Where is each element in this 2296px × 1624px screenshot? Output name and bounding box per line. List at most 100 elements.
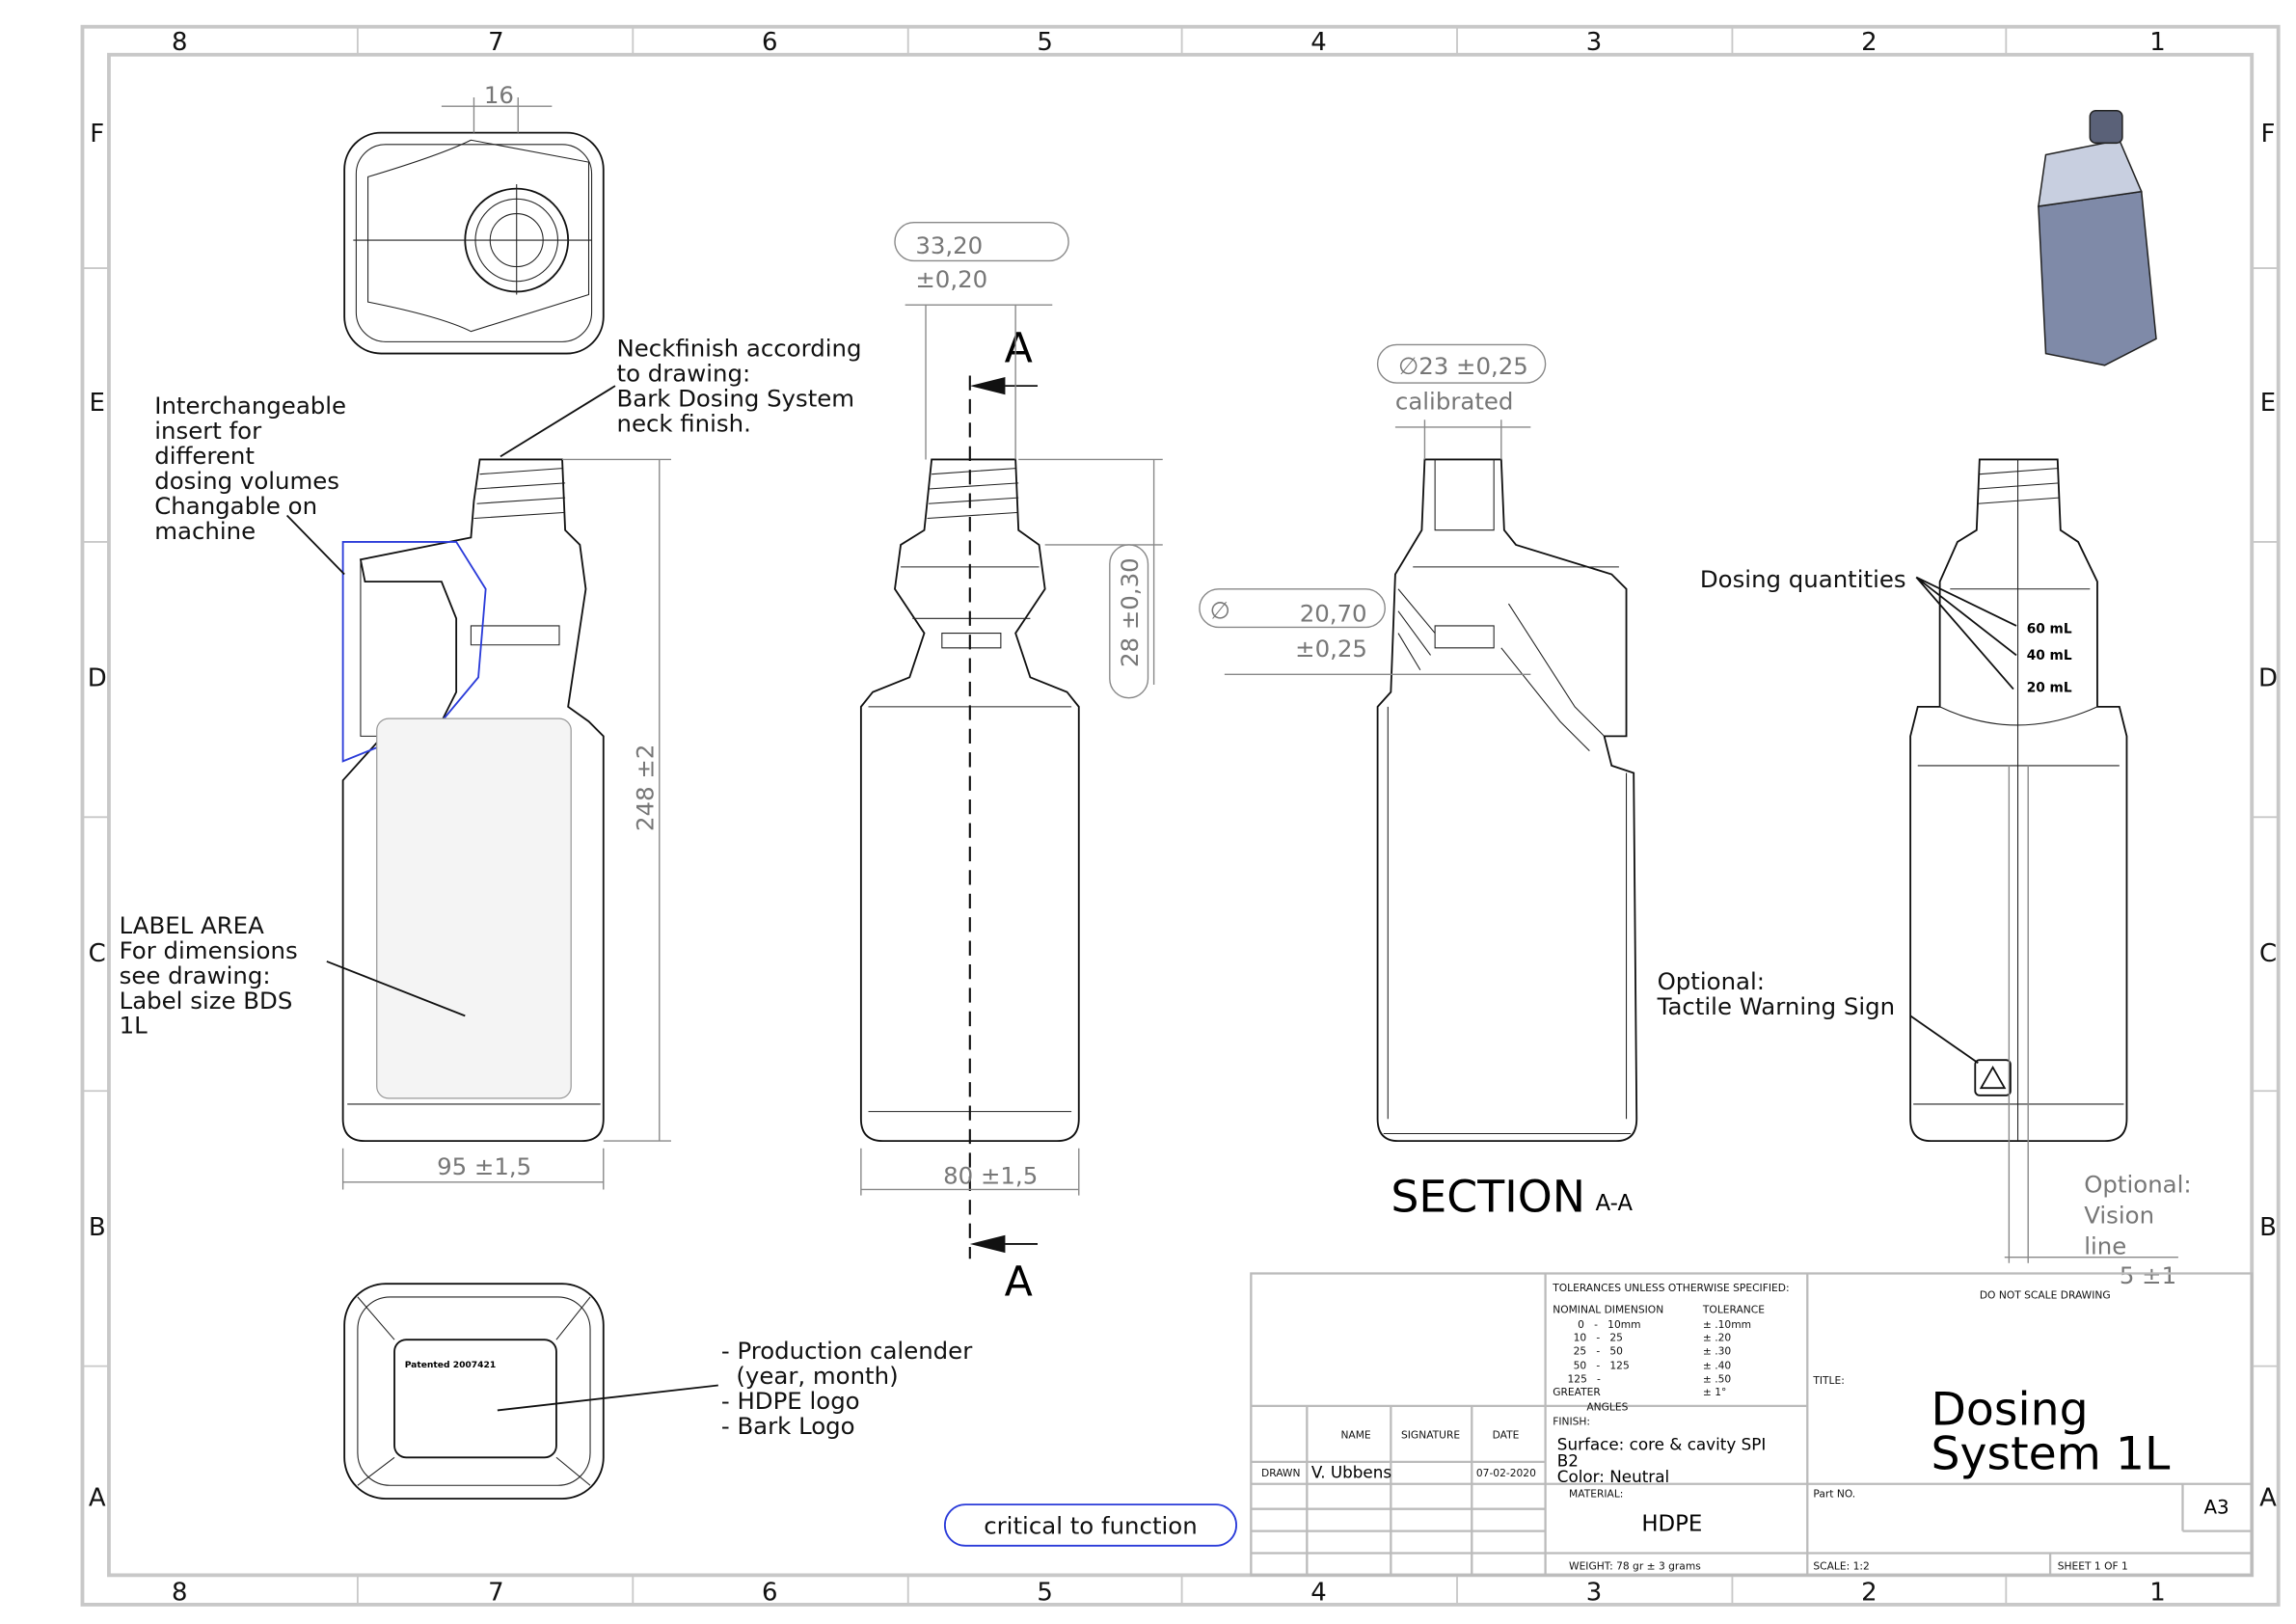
zone-label: 7 bbox=[488, 1578, 504, 1607]
date-header: DATE bbox=[1493, 1428, 1520, 1441]
zone-label: D bbox=[88, 664, 107, 693]
zone-label: A bbox=[89, 1484, 106, 1513]
zone-label: 5 bbox=[1037, 1578, 1053, 1607]
drawn-date: 07-02-2020 bbox=[1476, 1467, 1536, 1479]
column-labels-bottom: 8 7 6 5 4 3 2 1 bbox=[172, 1578, 2166, 1607]
nominal-header: NOMINAL DIMENSION bbox=[1553, 1304, 1663, 1316]
note-line: Bark Dosing System bbox=[617, 385, 855, 413]
note-line: Neckfinish according bbox=[617, 335, 862, 363]
zone-label: 6 bbox=[762, 1578, 778, 1607]
title-block: TOLERANCES UNLESS OTHERWISE SPECIFIED: N… bbox=[1250, 1272, 2254, 1577]
zone-label: 1 bbox=[2149, 1578, 2166, 1607]
row-labels-left: F E D C B A bbox=[88, 120, 107, 1513]
zone-label: B bbox=[2259, 1213, 2277, 1242]
zone-label: 8 bbox=[172, 1578, 188, 1607]
note-line: LABEL AREA bbox=[120, 911, 264, 939]
isometric-preview bbox=[2038, 109, 2157, 366]
note-line: Interchangeable bbox=[154, 392, 346, 420]
note-line: to drawing: bbox=[617, 360, 751, 388]
vision-line-dimension: 5 ±1 bbox=[2120, 1261, 2176, 1289]
label-area-note: LABEL AREA For dimensions see drawing: L… bbox=[120, 911, 466, 1040]
dosing-label-60: 60 mL bbox=[2027, 622, 2072, 637]
tolerance-range: GREATER bbox=[1553, 1386, 1601, 1398]
neck-dimension-tolerance: ±0,20 bbox=[915, 265, 987, 293]
sheet-number: SHEET 1 OF 1 bbox=[2058, 1559, 2128, 1572]
note-line: different bbox=[154, 442, 255, 470]
neck-dimension-value: 33,20 bbox=[915, 231, 983, 259]
zone-label: 3 bbox=[1586, 1578, 1603, 1607]
note-line: Tactile Warning Sign bbox=[1657, 992, 1895, 1020]
neckfinish-note: Neckfinish according to drawing: Bark Do… bbox=[500, 335, 862, 458]
do-not-scale-label: DO NOT SCALE DRAWING bbox=[1980, 1288, 2111, 1301]
finish-line: Surface: core & cavity SPI bbox=[1557, 1435, 1766, 1454]
zone-label: 7 bbox=[488, 28, 504, 57]
critical-to-function-badge bbox=[943, 1503, 1237, 1547]
zone-label: 8 bbox=[172, 28, 188, 57]
width-dimension-front: 95 ±1,5 bbox=[437, 1152, 531, 1180]
note-line: Changable on bbox=[154, 492, 317, 520]
drawing-title-line1: Dosing bbox=[1931, 1384, 2088, 1437]
part-no-label: Part NO. bbox=[1813, 1487, 1855, 1500]
zone-label: F bbox=[90, 120, 104, 149]
zone-label: 4 bbox=[1310, 1578, 1327, 1607]
bottom-view: Patented 2007421 bbox=[343, 1283, 605, 1500]
notes: Neckfinish according to drawing: Bark Do… bbox=[120, 335, 2017, 1547]
section-marker-top: A bbox=[1005, 325, 1033, 373]
finish-line: Color: Neutral bbox=[1557, 1467, 1669, 1486]
zone-label: 4 bbox=[1310, 28, 1327, 57]
tolerance-range: 125 - bbox=[1567, 1372, 1601, 1385]
note-line: see drawing: bbox=[120, 961, 271, 989]
zone-label: C bbox=[89, 939, 106, 968]
vision-line-note-2: Vision bbox=[2084, 1202, 2154, 1230]
tolerance-value: ± .30 bbox=[1703, 1344, 1732, 1357]
inner-diameter-symbol: ∅ bbox=[1210, 596, 1230, 624]
section-view: ∅23 ±0,25 calibrated ∅ 20,70 ±0,25 SECTI… bbox=[1199, 343, 1638, 1222]
scale: SCALE: 1:2 bbox=[1813, 1559, 1869, 1572]
warning-triangle-icon bbox=[1979, 1065, 2007, 1090]
tolerance-header: TOLERANCE bbox=[1702, 1304, 1765, 1316]
tolerance-value: ± 1° bbox=[1703, 1386, 1726, 1398]
zone-label: E bbox=[90, 389, 105, 418]
zone-label: 5 bbox=[1037, 28, 1053, 57]
top-width-dimension: 16 bbox=[484, 81, 514, 109]
zone-label: E bbox=[2260, 389, 2276, 418]
inner-diameter-value: 20,70 bbox=[1300, 599, 1367, 627]
outer-diameter-note: calibrated bbox=[1395, 388, 1514, 416]
tolerance-range: 10 - 25 bbox=[1574, 1332, 1623, 1344]
zone-label: D bbox=[2258, 664, 2278, 693]
tolerance-range: 50 - 125 bbox=[1574, 1360, 1630, 1372]
title-label: TITLE: bbox=[1812, 1374, 1844, 1387]
weight: WEIGHT: 78 gr ± 3 grams bbox=[1569, 1559, 1701, 1572]
zone-label: B bbox=[89, 1213, 106, 1242]
tolerance-range: 25 - 50 bbox=[1574, 1344, 1624, 1357]
insert-note: Interchangeable insert for different dos… bbox=[154, 392, 346, 576]
note-line: For dimensions bbox=[120, 936, 298, 964]
tactile-note: Optional: Tactile Warning Sign bbox=[1657, 967, 1979, 1064]
tolerance-value: ± .20 bbox=[1703, 1332, 1732, 1344]
drawing-frame: 8 7 6 5 4 3 2 1 8 7 6 5 4 3 2 1 F E D C … bbox=[80, 24, 2281, 1607]
note-line: insert for bbox=[154, 417, 262, 445]
note-line: Dosing quantities bbox=[1700, 565, 1906, 593]
dosing-label-20: 20 mL bbox=[2027, 681, 2072, 696]
note-line: - HDPE logo bbox=[721, 1387, 860, 1415]
note-line: dosing volumes bbox=[154, 467, 339, 495]
bottom-marks-note: - Production calender (year, month) - HD… bbox=[497, 1337, 973, 1440]
zone-label: 6 bbox=[762, 28, 778, 57]
side-view: A A 33,20 ±0,20 28 ±0,30 80 ±1,5 bbox=[859, 222, 1163, 1306]
angles-label: ANGLES bbox=[1586, 1400, 1628, 1413]
drawing-title-line2: System 1L bbox=[1931, 1427, 2170, 1480]
name-header: NAME bbox=[1340, 1428, 1370, 1441]
zone-label: 2 bbox=[1861, 28, 1877, 57]
neck-height-dimension: 28 ±0,30 bbox=[1116, 557, 1144, 667]
tolerance-value: ± .40 bbox=[1703, 1360, 1732, 1372]
drawn-label: DRAWN bbox=[1261, 1467, 1300, 1479]
section-title: SECTION bbox=[1391, 1171, 1585, 1222]
tolerances-header: TOLERANCES UNLESS OTHERWISE SPECIFIED: bbox=[1552, 1282, 1789, 1294]
patent-text: Patented 2007421 bbox=[405, 1361, 497, 1370]
section-title-suffix: A-A bbox=[1595, 1191, 1633, 1216]
section-marker-bottom: A bbox=[1005, 1258, 1033, 1306]
note-line: - Production calender bbox=[721, 1337, 973, 1365]
note-line: - Bark Logo bbox=[721, 1412, 855, 1440]
zone-label: 2 bbox=[1861, 1578, 1877, 1607]
